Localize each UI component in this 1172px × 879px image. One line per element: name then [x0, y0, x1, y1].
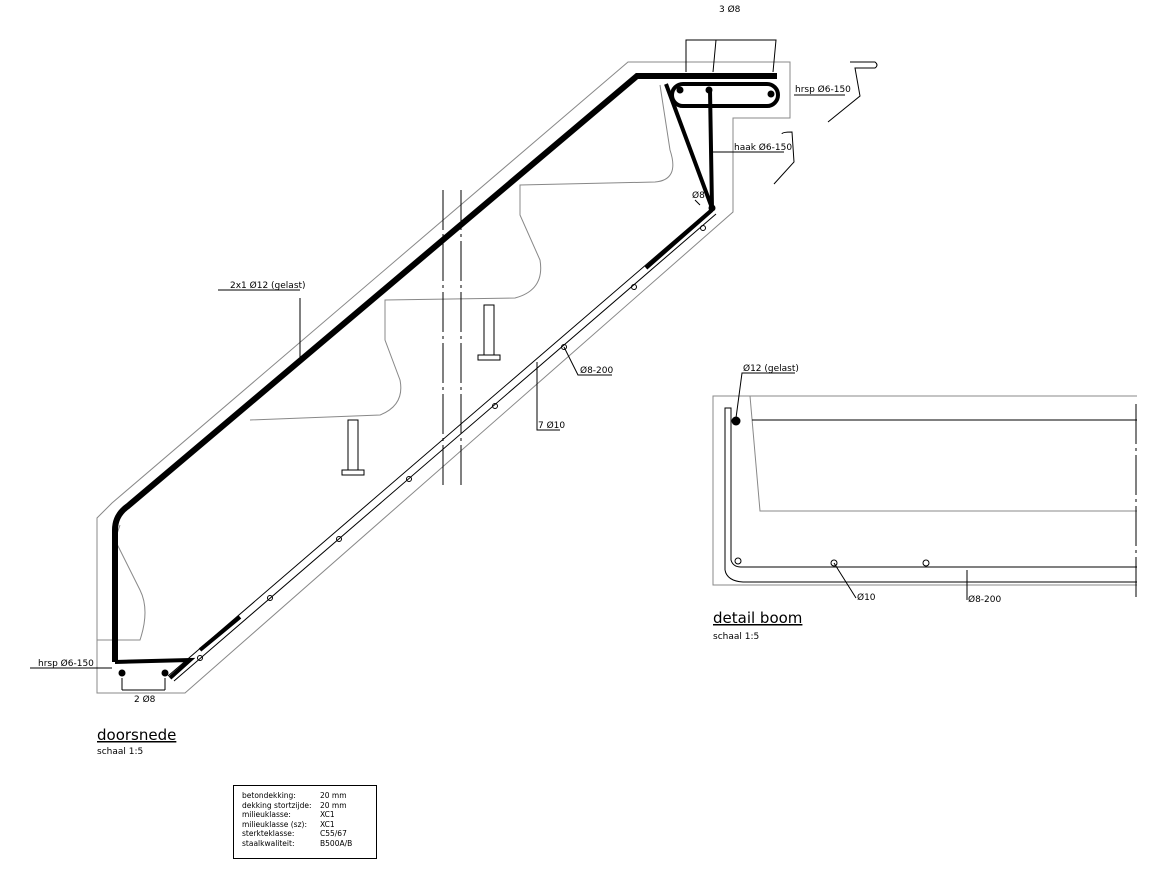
- break-line: [442, 190, 462, 485]
- bottom-rebar: [167, 207, 717, 682]
- label-top-stirrup: hrsp Ø6-150: [795, 84, 851, 95]
- bottom-rebar-thick: [198, 208, 714, 652]
- detail-label-distribution: Ø8-200: [968, 594, 1002, 605]
- spec-key: betondekking:: [242, 791, 296, 800]
- spec-key: milieuklasse:: [242, 810, 291, 820]
- label-bottom-bars: 7 Ø10: [538, 420, 565, 431]
- spec-value: XC1: [320, 819, 335, 829]
- detail-rebar: [724, 407, 1137, 583]
- detail-scale: schaal 1:5: [713, 632, 759, 642]
- label-hook: haak Ø6-150: [734, 142, 792, 153]
- label-corner-bar: Ø8: [692, 190, 705, 201]
- detail-welded-bar: [731, 416, 741, 426]
- detail-label-bar: Ø10: [857, 592, 876, 603]
- spec-key: staalkwaliteit:: [242, 838, 295, 848]
- hook-bar: [664, 83, 714, 209]
- bottom-bar-circles: [197, 225, 706, 661]
- concrete-outline: [96, 61, 791, 694]
- spec-key: dekking stortzijde:: [242, 800, 312, 810]
- spec-value: C55/67: [320, 829, 347, 839]
- label-bottom-stirrup: hrsp Ø6-150: [38, 658, 94, 669]
- main-rebar: [112, 73, 777, 662]
- spec-row: milieuklasse: XC1: [242, 810, 376, 820]
- section-scale: schaal 1:5: [97, 747, 143, 757]
- detail-bar-circles: [734, 557, 930, 567]
- detail-label-welded: Ø12 (gelast): [743, 363, 799, 374]
- top-stirrup: [670, 82, 780, 108]
- spec-row: dekking stortzijde: 20 mm: [242, 801, 376, 811]
- section-title: doorsnede: [97, 726, 176, 744]
- spec-key: milieuklasse (sz):: [242, 819, 307, 829]
- rebar-dots: [118, 86, 775, 677]
- spec-row: staalkwaliteit: B500A/B: [242, 839, 376, 849]
- spec-table: betondekking: 20 mm dekking stortzijde: 20…: [233, 785, 377, 859]
- spec-value: B500A/B: [320, 838, 353, 848]
- spec-value: XC1: [320, 810, 335, 820]
- spec-row: betondekking: 20 mm: [242, 791, 376, 801]
- label-foot-bars: 2 Ø8: [134, 694, 156, 705]
- foot-rebar: [114, 657, 196, 680]
- step-profile: [97, 84, 674, 641]
- label-top-bars: 3 Ø8: [719, 4, 741, 15]
- label-distribution: Ø8-200: [580, 365, 614, 376]
- detail-leaders: [735, 372, 968, 600]
- anchor-bolt: [341, 304, 501, 476]
- spec-row: milieuklasse (sz): XC1: [242, 820, 376, 830]
- leader-lines: [30, 39, 845, 691]
- label-main-bar: 2x1 Ø12 (gelast): [230, 280, 306, 291]
- spec-value: 20 mm: [320, 791, 347, 800]
- detail-concrete: [712, 395, 1137, 586]
- spec-row: sterkteklasse: C55/67: [242, 829, 376, 839]
- spec-value: 20 mm: [320, 800, 347, 810]
- spec-key: sterkteklasse:: [242, 829, 295, 839]
- hook-shape: [773, 61, 878, 185]
- detail-title: detail boom: [713, 609, 802, 627]
